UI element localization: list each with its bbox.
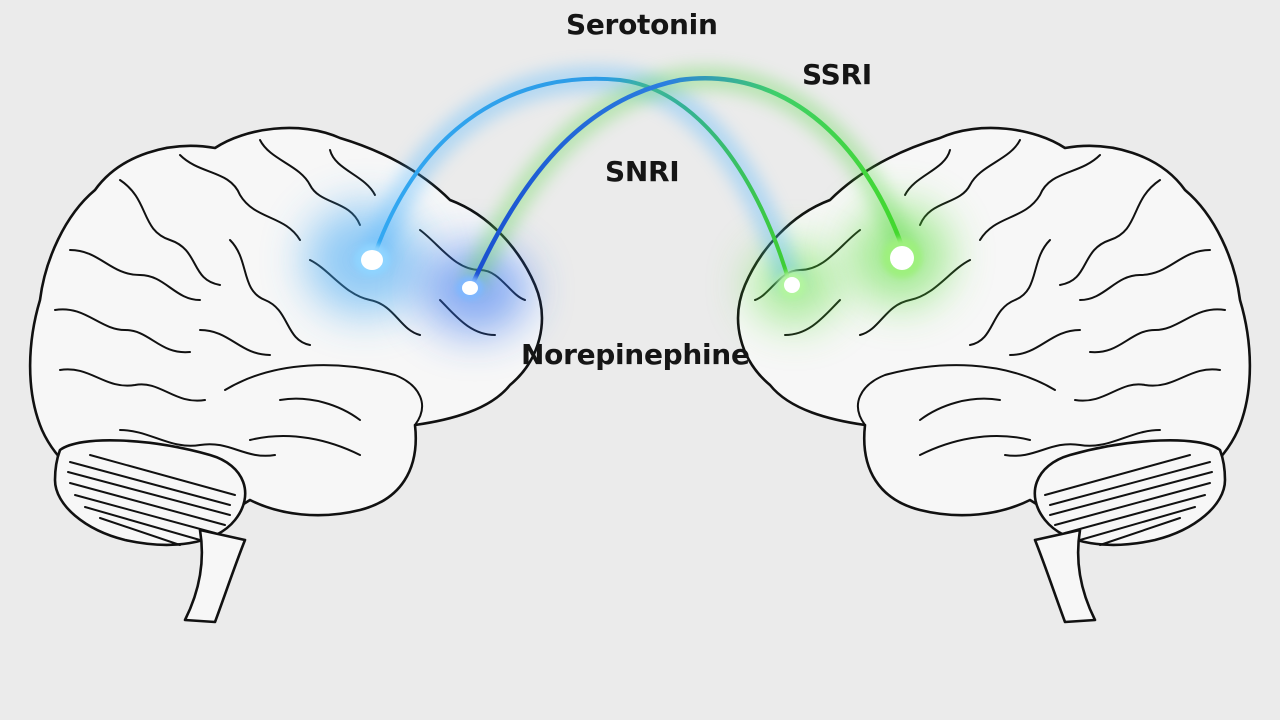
label-snri: SNRI — [605, 155, 680, 188]
snri-ssri-pathway — [461, 66, 917, 290]
right-brain — [736, 126, 1252, 624]
left-serotonin-node — [354, 244, 390, 276]
serotonin-pathway — [359, 65, 803, 289]
right-ssri-node — [882, 238, 922, 278]
right-serotonin-node — [778, 271, 806, 299]
left-brain — [28, 126, 544, 624]
label-serotonin: Serotonin — [566, 8, 718, 41]
label-ssri: SSRI — [802, 58, 872, 91]
left-norepinephine-node — [456, 276, 484, 300]
label-norepinephine: Norepinephine — [521, 338, 750, 371]
